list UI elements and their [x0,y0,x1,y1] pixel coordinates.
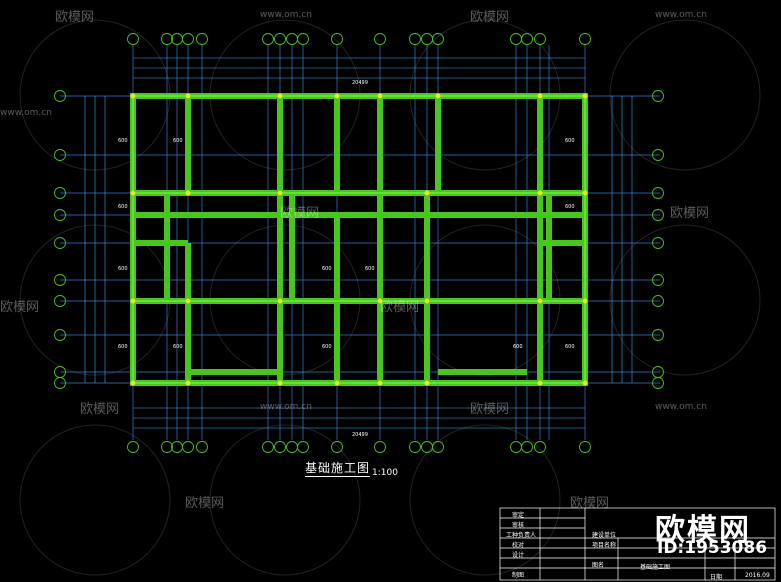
watermark-url: www.om.cn [655,10,707,20]
watermark-brand: 欧模网 [80,402,120,417]
watermark-brand: 欧模网 [0,300,40,315]
brand-logo: 欧模网 [655,513,751,548]
watermark-circles [19,19,761,576]
model-id: ID:1953086 [657,538,768,558]
top-total-dim: 20499 [352,80,368,86]
top-axis-bubbles [127,33,591,453]
watermark-url: www.om.cn [0,108,52,118]
drawing-title: 基础施工图 [305,461,371,477]
tb-date-label: 日期 [710,574,723,581]
tb-row-4: 校对 [512,542,525,549]
svg-text:600: 600 [565,204,575,210]
watermark-url: www.om.cn [655,402,707,412]
foundation-beams [130,93,588,386]
watermark-brand: 欧模网 [380,300,420,315]
watermark-brand: 欧模网 [570,496,610,511]
tb-row-3: 工种负责人 [506,532,537,539]
watermark-brand: 欧模网 [185,496,225,511]
tb-mid-2: 项目名称 [592,542,617,549]
svg-text:600: 600 [565,344,575,350]
svg-text:600: 600 [118,266,128,272]
watermark-brand: 欧模网 [280,206,320,221]
drawing-scale: 1:100 [372,468,398,478]
watermark-brand: 欧模网 [470,402,510,417]
watermark-brand: 欧模网 [470,10,510,25]
svg-text:600: 600 [365,266,375,272]
title-block-frame [499,507,776,581]
svg-text:600: 600 [173,344,183,350]
side-axis-bubbles [54,90,664,389]
dimension-lines [84,57,633,429]
beam-centerlines [132,95,586,384]
svg-text:600: 600 [118,138,128,144]
tb-row-1: 审定 [512,512,525,519]
columns [130,93,588,386]
svg-text:600: 600 [322,266,332,272]
svg-text:600: 600 [513,344,523,350]
tb-row-2: 审核 [512,522,525,529]
watermark-brand: 欧模网 [670,206,710,221]
tb-drawing-name: 基础施工图 [640,564,671,571]
svg-text:600: 600 [565,138,575,144]
svg-text:600: 600 [118,204,128,210]
tb-row-6: 制图 [512,572,525,579]
svg-text:600: 600 [322,344,332,350]
tb-mid-1: 建设单位 [592,532,617,539]
bottom-total-dim: 20499 [352,432,368,438]
svg-text:600: 600 [173,138,183,144]
watermark-url: www.om.cn [260,402,312,412]
svg-text:600: 600 [118,344,128,350]
watermark-brand: 欧模网 [55,10,95,25]
tb-row-5: 设计 [512,552,525,559]
tb-date: 2016.09 [745,572,770,579]
tb-mid-3: 图名 [592,562,605,569]
watermark-url: www.om.cn [260,10,312,20]
